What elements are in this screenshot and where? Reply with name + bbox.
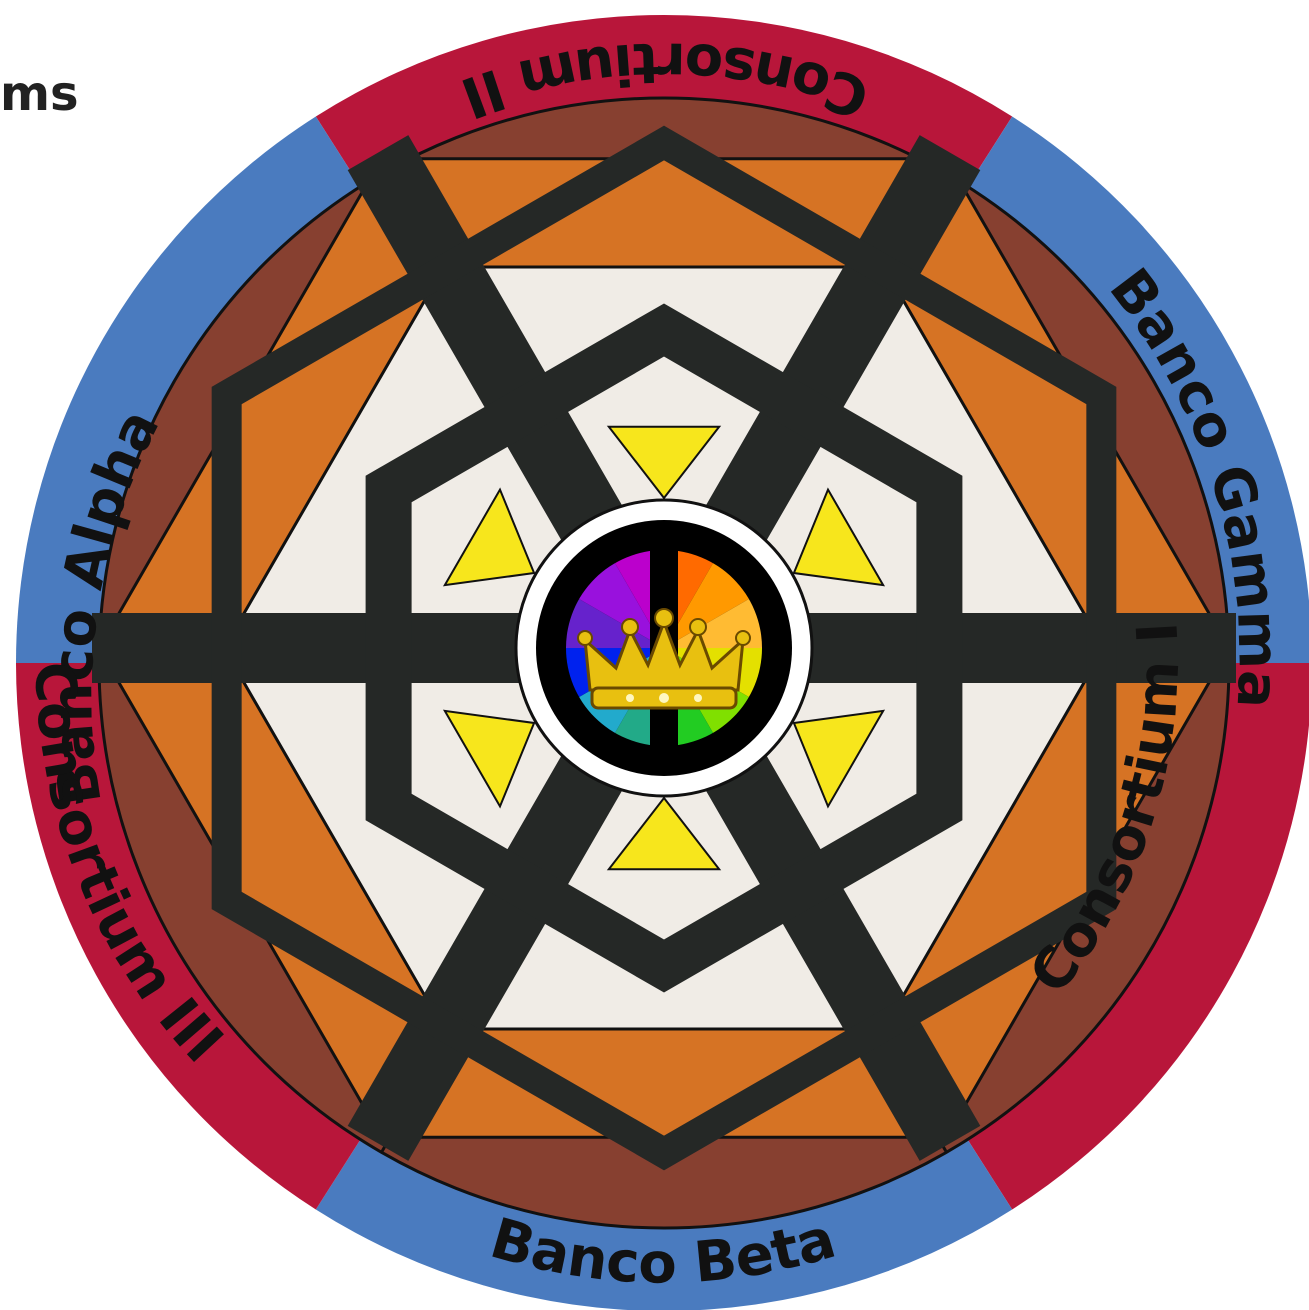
hexagon-emblem-diagram: Consortium II Banco Beta Banco Alpha Con… [0,0,1309,1310]
